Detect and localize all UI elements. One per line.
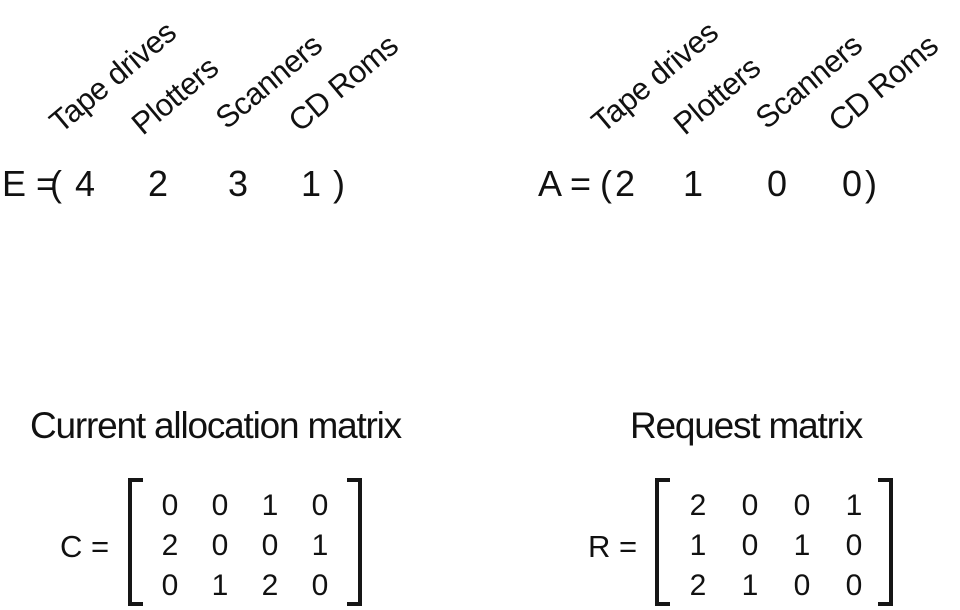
vector-e-value-cd-roms: 1 [300, 163, 322, 204]
matrix-c-cell: 1 [261, 489, 279, 522]
close-paren: ) [333, 163, 345, 204]
matrix-c-cell: 0 [211, 489, 229, 522]
matrix-r-cell: 0 [741, 529, 759, 562]
vector-a-value-tape-drives: 2 [614, 163, 636, 204]
vector-a-value-plotters: 1 [682, 163, 704, 204]
matrix-c-cell: 0 [311, 489, 329, 522]
open-paren: ( [600, 163, 612, 204]
matrix-r-cell: 0 [793, 569, 811, 602]
matrix-r-cell: 0 [845, 529, 863, 562]
right-bracket [347, 478, 362, 606]
matrix-c-cell: 0 [161, 569, 179, 602]
matrix-r-cell: 1 [793, 529, 811, 562]
matrix-c-cell: 2 [161, 529, 179, 562]
vector-a-value-cd-roms: 0 [841, 163, 863, 204]
matrix-r-cell: 2 [689, 569, 707, 602]
vector-e-value-tape-drives: 4 [74, 163, 96, 204]
allocation-matrix-title: Current allocation matrix [30, 405, 402, 446]
matrix-r-cell: 1 [741, 569, 759, 602]
matrix-r-cell: 1 [689, 529, 707, 562]
matrix-c-label: C = [60, 529, 110, 564]
matrix-c-cell: 0 [311, 569, 329, 602]
matrix-r-cell: 0 [741, 489, 759, 522]
vector-a-value-scanners: 0 [766, 163, 788, 204]
vector-e-label: E = [2, 163, 58, 204]
matrix-r-cell: 0 [793, 489, 811, 522]
matrix-c-cell: 0 [161, 489, 179, 522]
matrix-r-cell: 0 [845, 569, 863, 602]
open-paren: ( [50, 163, 62, 204]
matrix-c-cell: 1 [211, 569, 229, 602]
matrix-c-cell: 1 [311, 529, 329, 562]
close-paren: ) [865, 163, 877, 204]
vector-e-value-plotters: 2 [147, 163, 169, 204]
matrix-r-cell: 1 [845, 489, 863, 522]
right-bracket [878, 478, 893, 606]
matrix-c-cell: 2 [261, 569, 279, 602]
vector-a-label: A = [538, 163, 592, 204]
request-matrix-title: Request matrix [630, 405, 863, 446]
matrix-c-cell: 0 [211, 529, 229, 562]
left-bracket [655, 478, 670, 606]
matrix-r-cell: 2 [689, 489, 707, 522]
matrix-r-label: R = [588, 529, 638, 564]
vector-e-value-scanners: 3 [227, 163, 249, 204]
left-bracket [128, 478, 143, 606]
matrix-c-cell: 0 [261, 529, 279, 562]
